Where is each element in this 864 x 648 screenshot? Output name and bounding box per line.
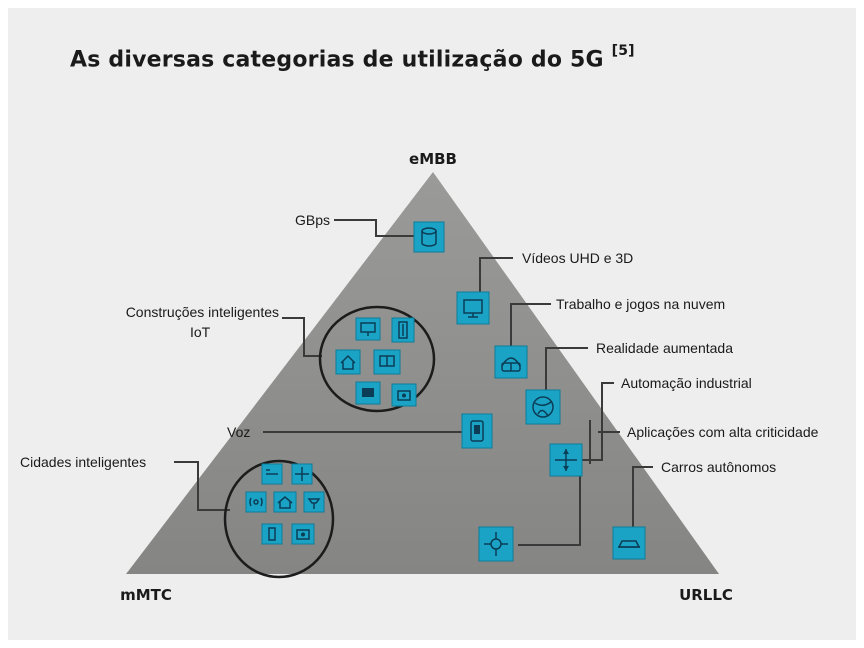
- label-voice: Voz: [227, 424, 250, 440]
- vertex-embb: eMBB: [409, 150, 457, 168]
- label-gbps: GBps: [295, 212, 330, 228]
- title-reference: [5]: [611, 43, 635, 59]
- figure-title: As diversas categorias de utilização do …: [70, 43, 635, 73]
- globe-icon: [525, 389, 561, 425]
- city-house-icon: [273, 491, 297, 513]
- crosshair-icon: [549, 443, 583, 477]
- hub-icon: [478, 526, 514, 562]
- label-buildings-line2: IoT: [190, 324, 211, 340]
- label-cloud: Trabalho e jogos na nuvem: [556, 296, 725, 312]
- vr-headset-icon: [494, 345, 528, 379]
- city-meter-icon: [261, 523, 283, 545]
- figure-title-text: As diversas categorias de utilização do …: [70, 47, 604, 73]
- label-critical: Aplicações com alta criticidade: [627, 424, 819, 440]
- building-camera-icon: [391, 383, 417, 407]
- label-videos: Vídeos UHD e 3D: [522, 250, 633, 266]
- label-ar: Realidade aumentada: [596, 340, 733, 356]
- city-camera-icon: [291, 523, 315, 545]
- connector-cars: [632, 466, 653, 527]
- label-cities: Cidades inteligentes: [20, 454, 146, 470]
- city-cross-icon: [291, 463, 313, 485]
- vertex-mmtc: mMTC: [120, 586, 172, 604]
- smart-buildings-cluster: [318, 305, 436, 413]
- vertex-urllc: URLLC: [679, 586, 733, 604]
- connector-buildings: [282, 317, 322, 357]
- building-monitor-icon: [355, 317, 381, 341]
- connector-ar: [545, 347, 588, 390]
- city-grid-icon: [261, 463, 283, 485]
- smart-cities-cluster: [223, 459, 335, 579]
- label-cars: Carros autônomos: [661, 459, 776, 475]
- tablet-icon: [461, 413, 493, 449]
- connector-hub: [518, 476, 581, 546]
- connector-gbps: [334, 219, 414, 237]
- window-icon: [373, 349, 401, 375]
- label-industrial: Automação industrial: [621, 375, 752, 391]
- building-panel-icon: [391, 317, 415, 343]
- connector-cities: [174, 461, 230, 511]
- monitor-icon: [456, 291, 490, 325]
- building-screen-icon: [355, 381, 381, 405]
- car-icon: [612, 526, 646, 560]
- label-buildings-line1: Construções inteligentes: [126, 304, 279, 320]
- city-signal-icon: [245, 491, 267, 513]
- city-light-icon: [303, 491, 325, 513]
- connector-lines: [174, 219, 653, 546]
- database-icon: [413, 221, 445, 253]
- connector-videos: [479, 257, 513, 292]
- house-icon: [335, 349, 361, 375]
- connector-industrial: [566, 382, 614, 461]
- connector-cloud: [510, 303, 551, 346]
